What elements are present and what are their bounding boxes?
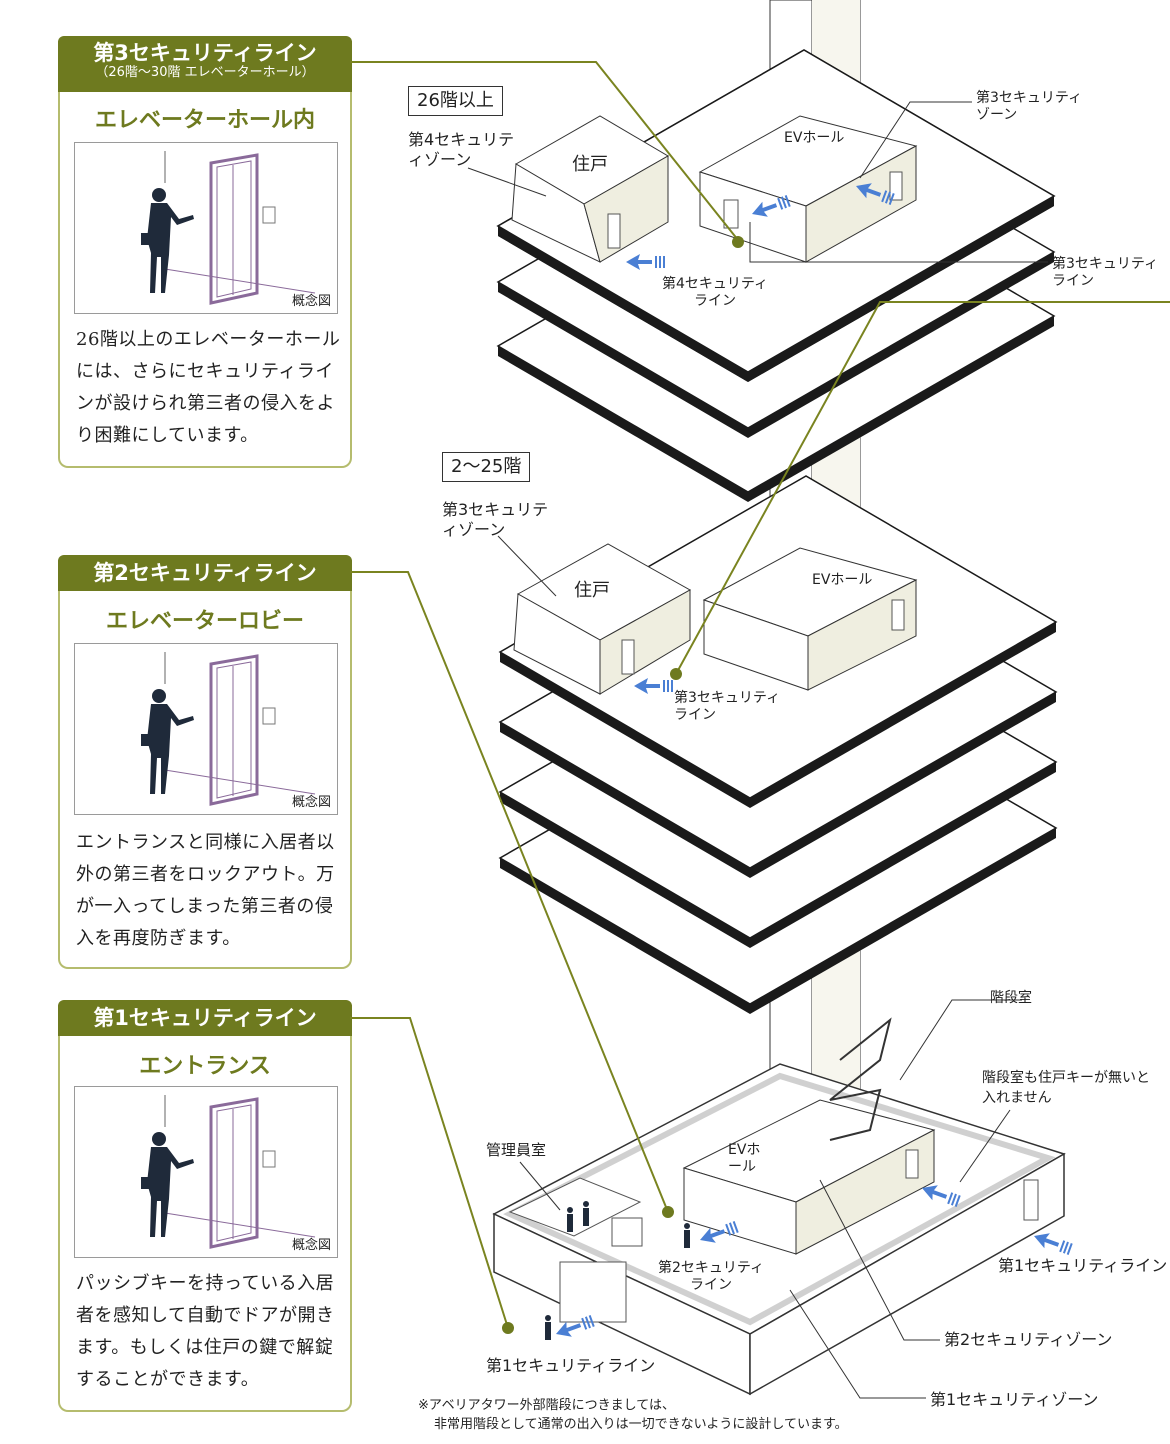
person-icon <box>567 1207 573 1232</box>
panel-title-text: 第3セキュリティライン <box>93 41 317 65</box>
label-zone1: 第1セキュリティゾーン <box>930 1390 1099 1409</box>
person-icon <box>545 1315 551 1340</box>
label-line3-upper: 第3セキュリティライン <box>1052 256 1159 289</box>
manager-room <box>508 1177 643 1247</box>
stairwell <box>829 1017 892 1141</box>
panel-body: エントランス 概念図 パッシブキーを持っている入居者を感知して自動でドアが開きま… <box>58 1036 352 1412</box>
panel-description: パッシブキーを持っている入居者を感知して自動でドアが開きます。もしくは住戸の鍵で… <box>76 1273 335 1390</box>
callout-line-1 <box>350 1017 514 1334</box>
footnote-line-1: ※アベリアタワー外部階段につきましては、 <box>418 1398 675 1413</box>
panel-title: 第3セキュリティライン （26階～30階 エレベーターホール） <box>58 36 352 92</box>
label-line4: 第4セキュリティライン <box>661 276 769 309</box>
label-ev-hall-ground: EVホール <box>728 1142 761 1175</box>
footnote-line-2: 非常用階段として通常の出入りは一切できないように設計しています。 <box>434 1417 848 1432</box>
panel-title: 第2セキュリティライン <box>58 555 352 591</box>
callout-line-2 <box>350 571 674 1218</box>
concept-illustration: 概念図 <box>74 1086 338 1258</box>
label-stair-note: 階段室も住戸キーが無いと入れません <box>982 1070 1150 1106</box>
ev-hall-room-mid <box>702 547 918 691</box>
label-unit-upper: 住戸 <box>572 154 608 175</box>
person-at-door-illustration <box>141 652 316 806</box>
label-zone3-upper: 第3セキュリティゾーン <box>976 90 1083 123</box>
label-manager-room: 管理員室 <box>486 1141 547 1159</box>
floor-label-middle: 2～25階 <box>442 452 531 482</box>
footnote: ※アベリアタワー外部階段につきましては、 非常用階段として通常の出入りは一切でき… <box>418 1396 848 1434</box>
panel-heading: エントランス <box>139 1054 271 1079</box>
label-zone3-mid: 第3セキュリティゾーン <box>442 500 549 539</box>
panel-heading: エレベーターロビー <box>105 609 304 634</box>
label-zone2: 第2セキュリティゾーン <box>944 1330 1113 1349</box>
panel-title: 第1セキュリティライン <box>58 1000 352 1036</box>
label-zone4: 第4セキュリティゾーン <box>408 130 515 169</box>
label-ev-hall-upper: EVホール <box>784 130 845 146</box>
panel-body: エレベーターホール内 概念図 26階以上のエレベーターホールには、さらにセキュリ… <box>58 92 352 468</box>
panel-body: エレベーターロビー 概念図 エントランスと同様に入居者以外の第三者をロックアウト… <box>58 591 352 969</box>
panel-security-line-3: 第3セキュリティライン （26階～30階 エレベーターホール） エレベーターホー… <box>58 36 352 468</box>
person-icon <box>583 1201 589 1226</box>
ev-hall-room-upper <box>698 115 918 263</box>
label-line2: 第2セキュリティライン <box>657 1260 765 1293</box>
person-icon <box>684 1223 690 1248</box>
label-unit-mid: 住戸 <box>574 580 610 601</box>
panel-security-line-1: 第1セキュリティライン エントランス 概念図 パッシブキーを持っている入居者を感… <box>58 1000 352 1412</box>
label-stairwell: 階段室 <box>990 990 1032 1006</box>
callout-line-3-mid <box>670 301 1170 680</box>
panel-heading: エレベーターホール内 <box>94 108 315 133</box>
unit-room-upper <box>511 115 669 263</box>
panel-description: エントランスと同様に入居者以外の第三者をロックアウト。万が一入ってしまった第三者… <box>76 832 335 949</box>
floor-label-upper: 26階以上 <box>408 86 503 116</box>
concept-illustration: 概念図 <box>74 643 338 815</box>
person-at-door-illustration <box>141 151 316 305</box>
concept-caption: 概念図 <box>291 1238 331 1253</box>
leader-lines <box>467 101 1048 1399</box>
concept-caption: 概念図 <box>291 294 331 309</box>
label-line1-right: 第1セキュリティライン <box>998 1256 1168 1275</box>
panel-subtitle: （26階～30階 エレベーターホール） <box>95 65 315 80</box>
callout-line-3 <box>350 61 744 248</box>
panel-security-line-2: 第2セキュリティライン エレベーターロビー 概念図 エントランスと同様に入居者以… <box>58 555 352 969</box>
label-ev-hall-mid: EVホール <box>812 572 873 588</box>
person-at-door-illustration <box>141 1095 316 1249</box>
unit-room-mid <box>513 543 692 695</box>
panel-description: 26階以上のエレベーターホールには、さらにセキュリティラインが設けられ第三者の侵… <box>76 329 341 446</box>
label-line1-left: 第1セキュリティライン <box>486 1356 656 1375</box>
label-line3-mid: 第3セキュリティライン <box>674 690 781 723</box>
concept-caption: 概念図 <box>291 795 331 810</box>
concept-illustration: 概念図 <box>74 142 338 314</box>
